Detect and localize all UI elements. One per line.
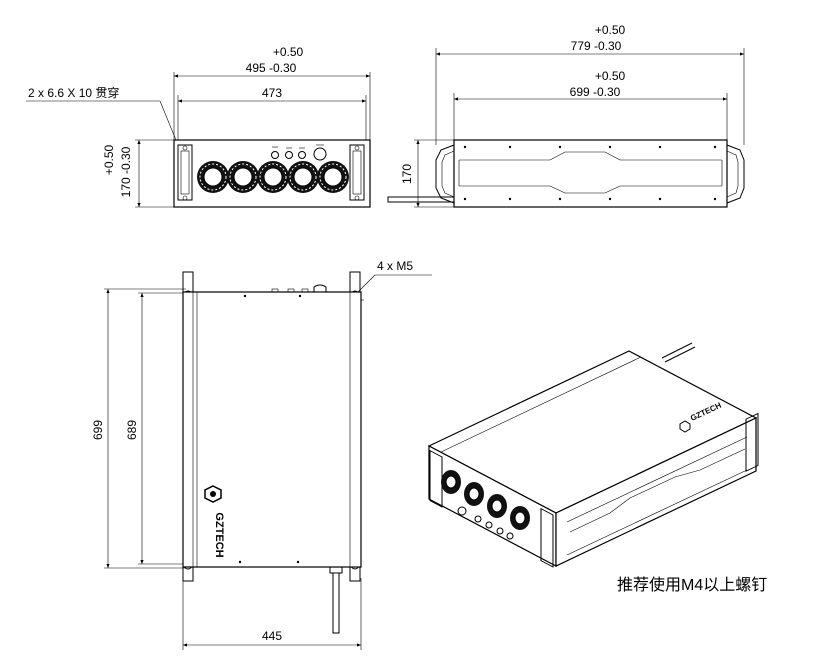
iso-right-face — [555, 417, 757, 567]
iso-fan-1 — [441, 470, 461, 494]
screw-recommendation-note: 推荐使用M4以上螺钉 — [617, 576, 767, 594]
front-fan-3 — [257, 161, 289, 193]
top-view: 4 x M5 699 689 445 — [91, 259, 432, 650]
side-left-handle — [435, 144, 455, 204]
top-body — [182, 291, 362, 568]
side-body — [453, 139, 728, 208]
side-right-handle — [726, 144, 745, 204]
top-length-outer-label: 699 — [91, 420, 105, 440]
front-overall-width-label: 495 -0.30 — [246, 61, 297, 75]
side-view: +0.50 779 -0.30 +0.50 699 -0.30 170 — [387, 23, 745, 208]
top-connectors — [271, 284, 327, 293]
iso-fan-2 — [464, 482, 484, 506]
side-inner-length-label: 699 -0.30 — [570, 85, 621, 99]
front-fan-5 — [317, 161, 349, 193]
top-brand-name: GZTECH — [213, 512, 225, 557]
front-fan-4 — [287, 161, 319, 193]
side-height-label: 170 — [400, 164, 414, 184]
side-overall-length-label: 779 -0.30 — [571, 39, 622, 53]
top-length-inner-label: 689 — [125, 420, 139, 440]
side-length-tol-upper: +0.50 — [595, 23, 626, 37]
front-fan-2 — [227, 161, 259, 193]
side-inner-length-tol-upper: +0.50 — [595, 69, 626, 83]
top-thread-callout: 4 x M5 — [377, 259, 413, 273]
front-hole-callout: 2 x 6.6 X 10 贯穿 — [28, 85, 119, 100]
front-inner-width-label: 473 — [262, 86, 282, 100]
front-connectors — [271, 144, 327, 161]
top-width-label: 445 — [262, 629, 282, 643]
top-brand-logo: GZTECH — [204, 485, 225, 558]
front-view: +0.50 495 -0.30 473 2 x 6.6 X 10 贯穿 +0.5… — [26, 45, 371, 208]
isometric-view: GZTECH — [427, 342, 759, 568]
iso-fan-4 — [510, 506, 530, 530]
front-height-tol-upper: +0.50 — [102, 144, 116, 175]
iso-fan-3 — [487, 494, 507, 518]
front-width-tol-upper: +0.50 — [273, 45, 304, 59]
front-height-label: 170 -0.30 — [119, 146, 133, 197]
front-fan-1 — [197, 161, 229, 193]
